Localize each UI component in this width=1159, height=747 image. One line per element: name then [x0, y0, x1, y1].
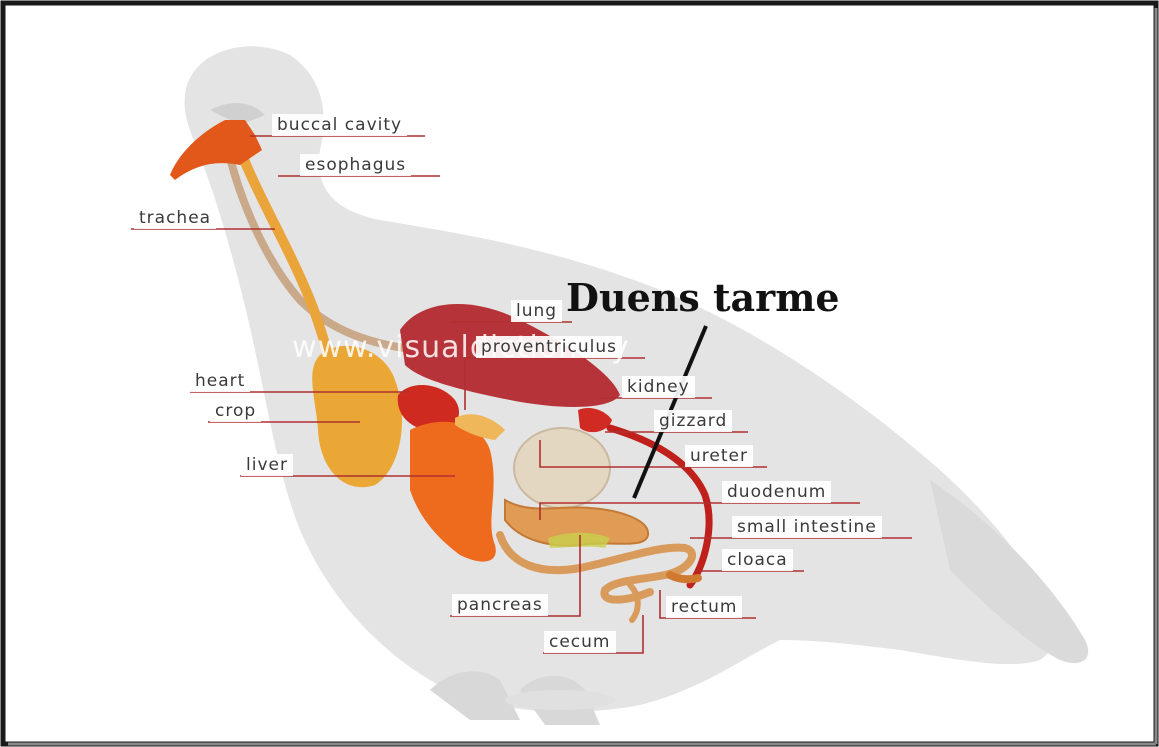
label-buccal-cavity: buccal cavity — [272, 114, 407, 136]
gizzard-organ — [514, 428, 610, 508]
label-lung: lung — [511, 300, 562, 322]
label-duodenum: duodenum — [722, 481, 831, 503]
label-rectum: rectum — [666, 596, 742, 618]
label-liver: liver — [241, 454, 293, 476]
label-small-intestine: small intestine — [732, 516, 882, 538]
label-heart: heart — [190, 370, 250, 392]
rectum-organ — [670, 575, 698, 579]
label-esophagus: esophagus — [300, 154, 411, 176]
label-kidney: kidney — [622, 376, 695, 398]
label-trachea: trachea — [134, 207, 216, 229]
label-crop: crop — [210, 400, 261, 422]
label-ureter: ureter — [685, 445, 753, 467]
label-cecum: cecum — [544, 631, 616, 653]
label-proventriculus: proventriculus — [476, 336, 622, 358]
label-pancreas: pancreas — [452, 594, 548, 616]
annotation-duens-tarme: Duens tarme — [566, 276, 840, 320]
label-gizzard: gizzard — [654, 410, 732, 432]
label-cloaca: cloaca — [722, 549, 793, 571]
